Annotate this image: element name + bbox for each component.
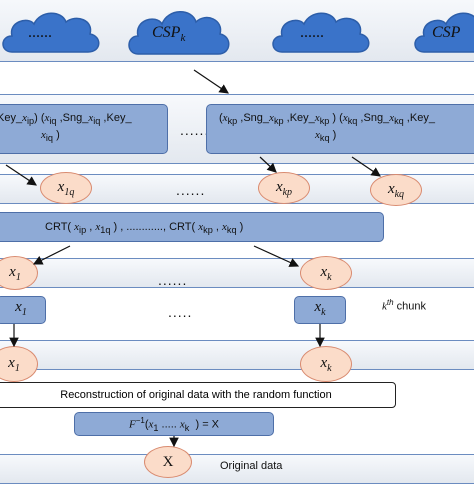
chunk-node-xk: xk <box>300 346 352 382</box>
csp-cloud-label: CSP <box>432 24 461 41</box>
crt-node-x1: x1 <box>0 256 38 290</box>
arrow <box>32 245 71 265</box>
crt-box: CRT( xip , x1q ) , ............, CRT( xk… <box>0 212 384 242</box>
chunk-box-xk: xk <box>294 296 346 324</box>
inverse-function-box: F−1(x1 ..... xk ) = X <box>74 412 274 436</box>
residue-node-x1q: x1q <box>40 172 92 204</box>
chunk-box-x1: x1 <box>0 296 46 324</box>
arrow <box>193 69 229 94</box>
cloud-icon <box>2 12 100 53</box>
flow-arrows <box>5 69 381 448</box>
residue-node-xkq: xkq <box>370 174 422 206</box>
reconstruction-text: Reconstruction of original data with the… <box>60 389 332 401</box>
residue-dots: ...... <box>176 182 206 198</box>
cloud-label: ...... <box>300 24 324 41</box>
share-box-right: (xkp ,Sng_xkp ,Key_xkp ) (xkq ,Sng_xkq ,… <box>206 104 474 154</box>
chunk-node-x1: x1 <box>0 346 38 382</box>
chunk-band <box>0 340 474 370</box>
chunk-dots: ..... <box>168 304 193 320</box>
crt-dots: ...... <box>158 272 188 288</box>
arrow <box>5 164 37 186</box>
crt-node-xk: xk <box>300 256 352 290</box>
residue-node-xkp: xkp <box>258 172 310 204</box>
final-node: X <box>144 446 192 478</box>
cloud-icon <box>272 12 370 53</box>
csp-k-cloud-icon <box>128 11 230 55</box>
share-dots: ...... <box>180 122 210 138</box>
arrow <box>351 156 381 177</box>
chunk-label: kth chunk <box>382 298 426 313</box>
cloud-icon <box>414 12 474 53</box>
crt-result-band <box>0 258 474 288</box>
cloud-label: ...... <box>28 24 52 41</box>
arrow <box>253 245 300 267</box>
share-box-left: Key_xip) (xiq ,Sng_xiq ,Key_ xiq ) <box>0 104 168 154</box>
arrow <box>259 156 277 173</box>
final-label: Original data <box>220 460 283 472</box>
csp-k-label: CSPk <box>152 24 186 45</box>
reconstruction-box: Reconstruction of original data with the… <box>0 382 396 408</box>
